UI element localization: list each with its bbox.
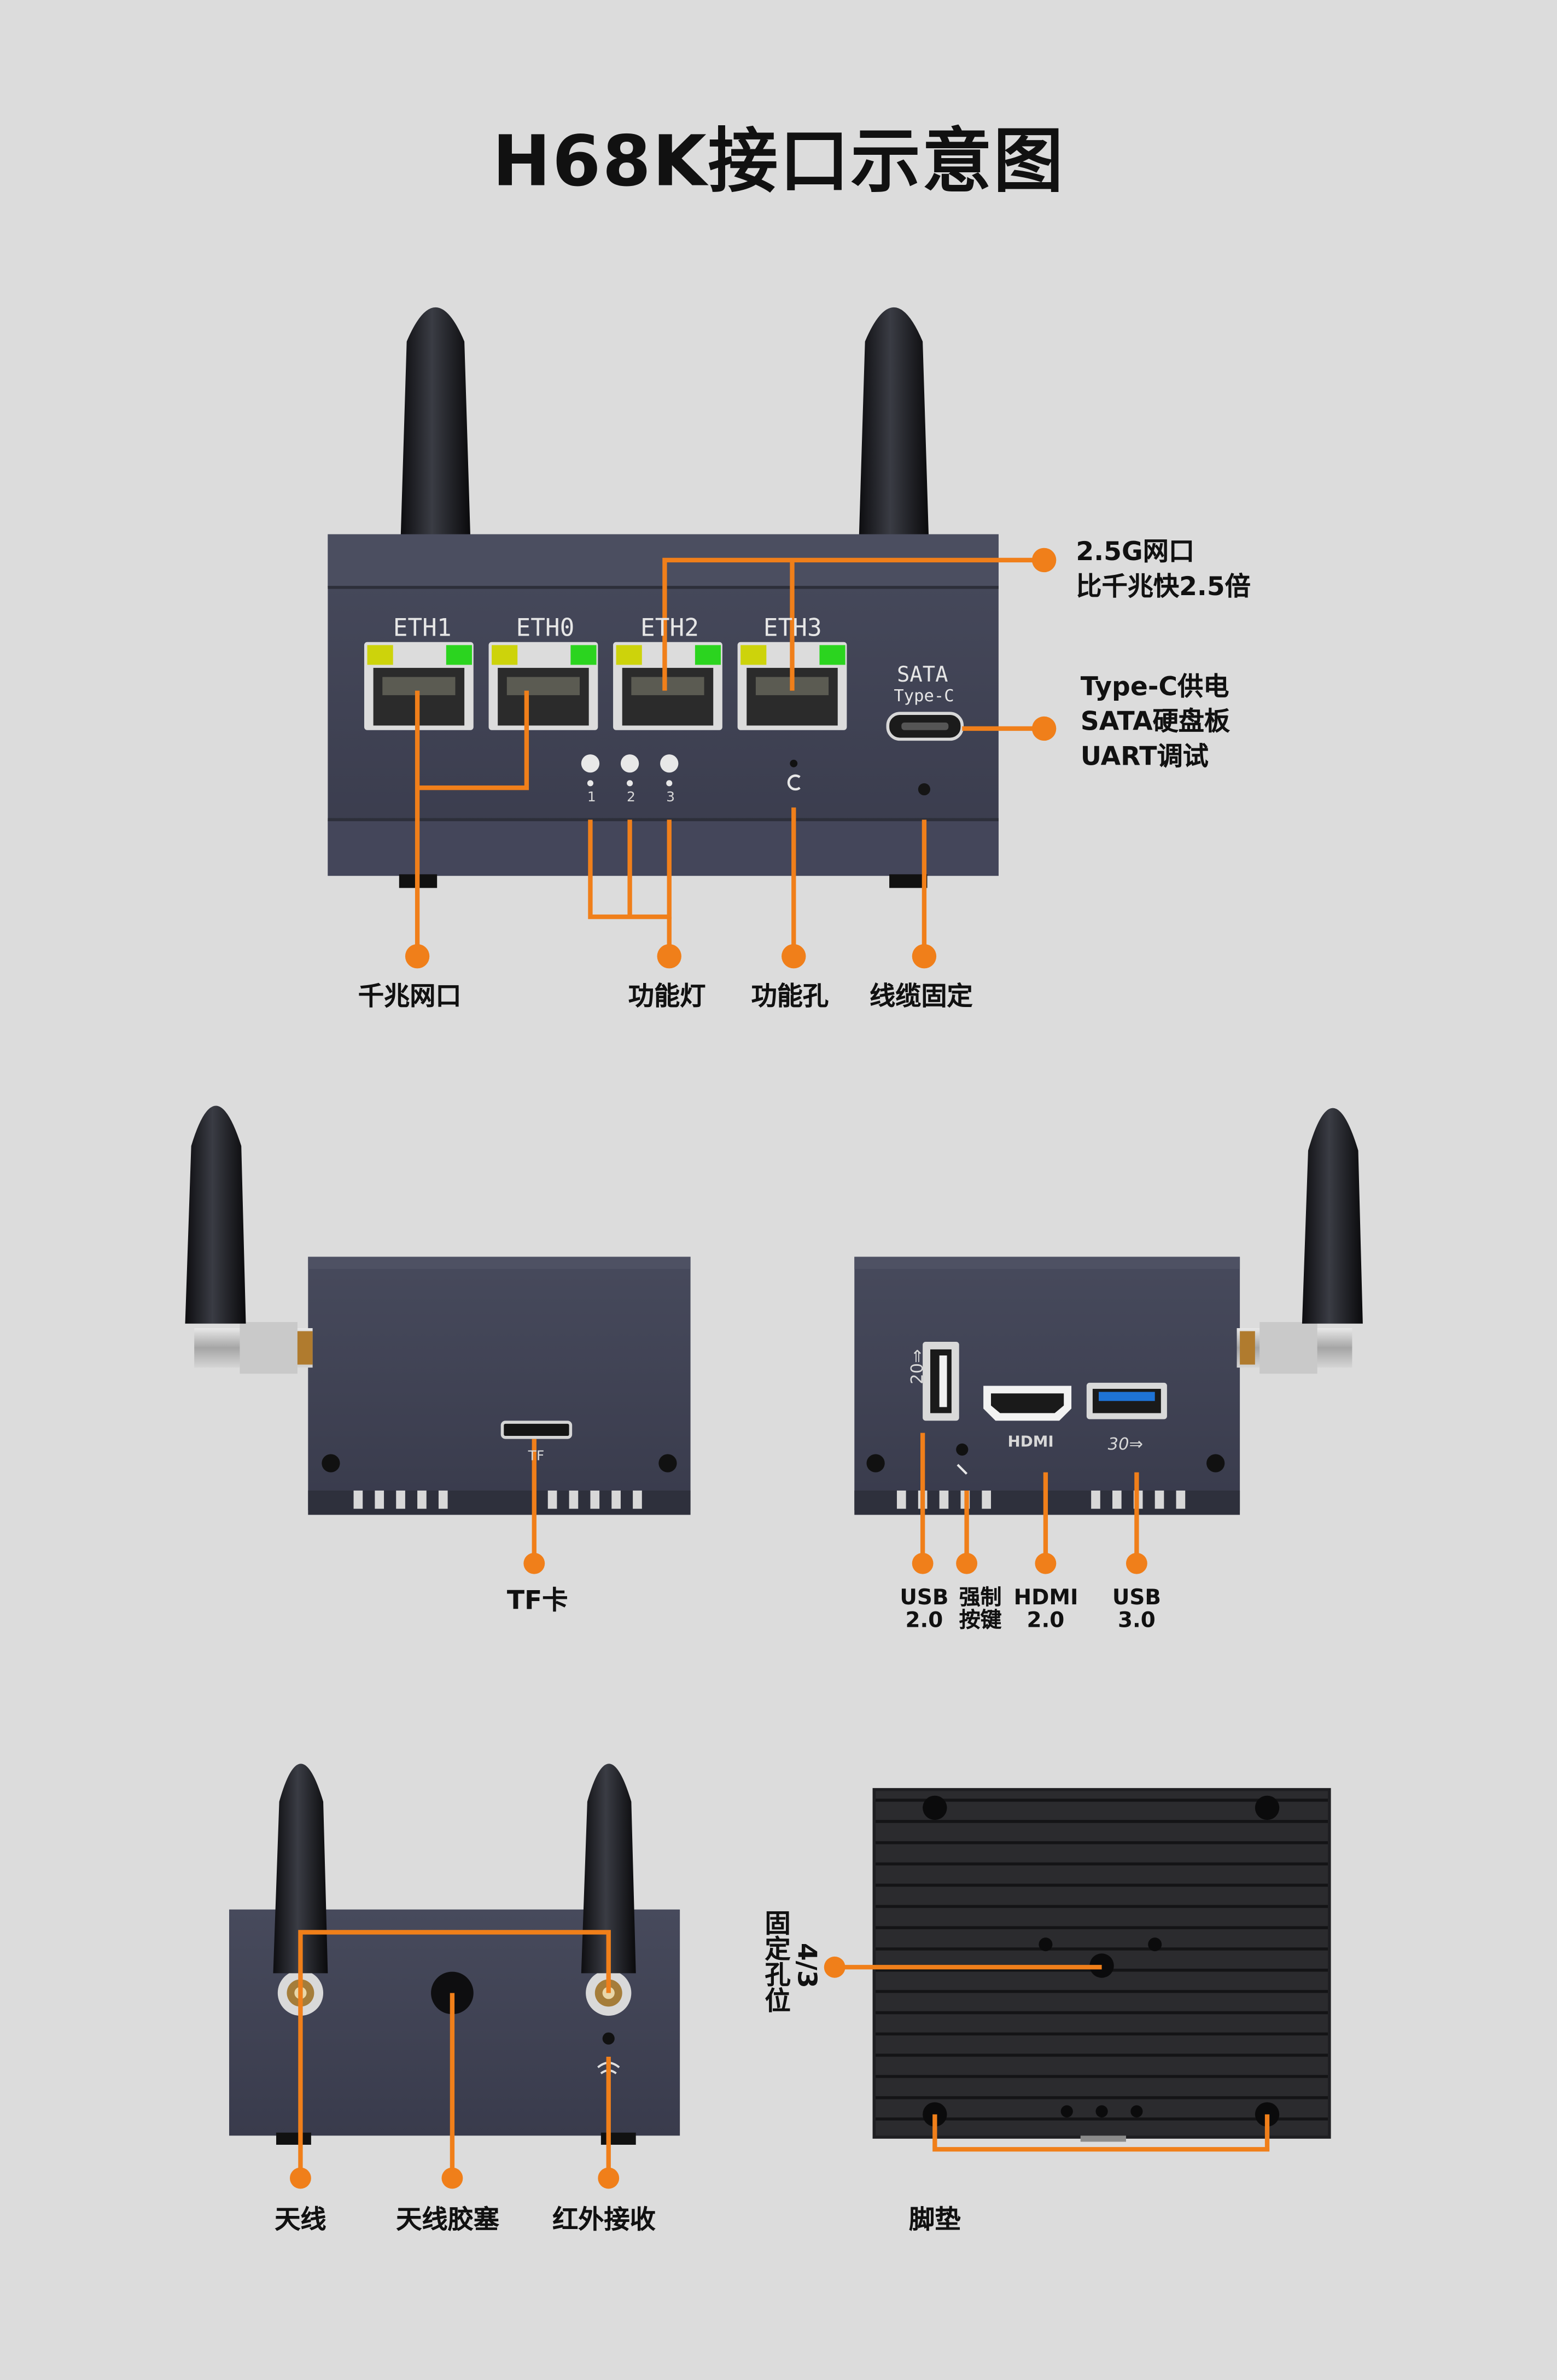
right-side-body (854, 1256, 1240, 1511)
callout-leds: 功能灯 (628, 982, 706, 1012)
callout-ir: 红外接收 (552, 2205, 656, 2236)
eth3-label: ETH3 (763, 613, 822, 642)
callout-dot-antenna (290, 2167, 311, 2189)
force-button[interactable] (956, 1443, 969, 1456)
left-side-antenna (185, 1105, 246, 1324)
typec-label: Type-C (894, 686, 954, 706)
callout-dot-usb3 (1126, 1552, 1147, 1574)
callout-dot-cable-fix (912, 944, 937, 969)
usb2-port[interactable] (923, 1342, 959, 1421)
eth1-label: ETH1 (393, 613, 452, 642)
callout-dot-typec (1031, 716, 1057, 741)
callout-25g: 2.5G网口 比千兆快2.5倍 (1076, 537, 1251, 603)
led-2-label: 2 (627, 790, 635, 806)
left-side-body (308, 1256, 691, 1511)
tf-slot-label: TF (528, 1450, 545, 1465)
left-side-view (185, 1105, 691, 1574)
cable-fix-hole (918, 783, 931, 796)
callout-dot-leds (657, 944, 681, 969)
tf-slot[interactable] (500, 1421, 573, 1439)
front-antenna-right (859, 307, 929, 539)
led-2 (620, 754, 639, 773)
front-antenna-left (400, 307, 471, 539)
eth2-port[interactable] (613, 642, 722, 730)
callout-dot-force (956, 1552, 978, 1574)
callout-dot-func-hole (782, 944, 806, 969)
callout-dot-ir (598, 2167, 620, 2189)
front-foot-right (889, 874, 928, 888)
callout-dot-usb2 (912, 1552, 934, 1574)
callout-dot-gigabit (405, 944, 430, 969)
rear-antenna-right (581, 1764, 636, 1974)
eth0-port[interactable] (488, 642, 598, 730)
callout-dot-mount (824, 1956, 845, 1978)
callout-dot-hdmi (1035, 1552, 1057, 1574)
front-view (328, 307, 1057, 969)
callout-dot-plug (441, 2167, 463, 2189)
callout-typec: Type-C供电 SATA硬盘板 UART调试 (1080, 672, 1231, 773)
led-1 (581, 754, 600, 773)
callout-cable-fix: 线缆固定 (870, 982, 973, 1012)
usb3-port[interactable] (1086, 1382, 1167, 1419)
usb3-logo-icon: 30⇒ (1108, 1435, 1143, 1454)
function-hole[interactable] (790, 759, 798, 767)
callout-mount-count: 4/3 (790, 1942, 821, 1988)
callout-tf-card: TF卡 (506, 1586, 568, 1617)
hdmi-port-label: HDMI (1007, 1434, 1054, 1451)
rear-view (229, 1764, 680, 2189)
reset-icon (787, 774, 801, 791)
callout-antenna-plug: 天线胶塞 (396, 2205, 499, 2236)
callout-dot-tf (523, 1552, 545, 1574)
rear-antenna-left (273, 1764, 328, 1974)
usb2-logo-icon: 20⇒ (908, 1349, 927, 1384)
ir-receiver (602, 2032, 615, 2045)
led-1-label: 1 (587, 790, 596, 806)
callout-mount-holes: 固定孔位 (759, 1909, 789, 2013)
right-side-view: 20⇒ 30⇒ (854, 1108, 1363, 1574)
led-3 (660, 754, 679, 773)
page-title: H68K接口示意图 (492, 120, 1065, 202)
callout-antenna: 天线 (275, 2205, 326, 2236)
eth2-label: ETH2 (640, 613, 699, 642)
callout-gigabit: 千兆网口 (358, 982, 462, 1012)
callout-dot-25g (1031, 548, 1057, 573)
eth0-label: ETH0 (516, 613, 575, 642)
callout-force-button: 强制按键 (959, 1586, 1002, 1633)
right-side-antenna (1302, 1108, 1363, 1324)
eth1-port[interactable] (364, 642, 474, 730)
led-3-label: 3 (666, 790, 675, 806)
sata-label: SATA (896, 663, 948, 688)
callout-feet: 脚垫 (909, 2205, 961, 2236)
bottom-view (824, 1788, 1331, 2152)
callout-func-hole: 功能孔 (751, 982, 829, 1012)
